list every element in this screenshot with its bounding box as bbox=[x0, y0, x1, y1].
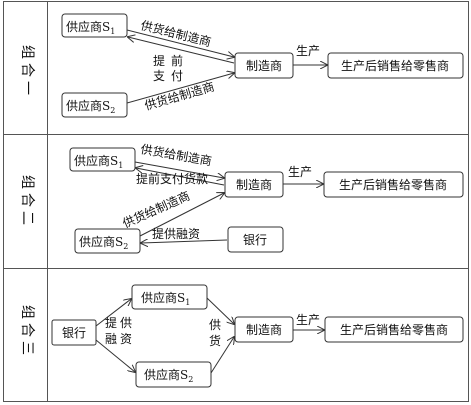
svg-text:供应商S1: 供应商S1 bbox=[66, 19, 115, 36]
svg-text:生产后销售给零售商: 生产后销售给零售商 bbox=[339, 177, 447, 192]
row-label-2: 组合二 bbox=[19, 175, 35, 229]
supplier-s1-node: 供应商S1 bbox=[61, 13, 128, 38]
edge-s1-to-manufacturer bbox=[206, 297, 234, 324]
bank-node: 银行 bbox=[51, 319, 97, 346]
edge-label-production: 生产 bbox=[296, 44, 320, 58]
svg-text:供应商S2: 供应商S2 bbox=[144, 367, 193, 384]
svg-text:银行: 银行 bbox=[243, 233, 267, 247]
edge-s2-to-manufacturer bbox=[139, 193, 224, 237]
svg-text:供应商S2: 供应商S2 bbox=[66, 98, 115, 115]
table-grid bbox=[3, 1, 469, 402]
row-3-combination: 银行 供应商S1 供应商S2 制造商 生产后销售给零售商 bbox=[51, 284, 464, 388]
supplier-s1-node: 供应商S1 bbox=[131, 284, 208, 310]
manufacturer-node: 制造商 bbox=[234, 52, 294, 79]
edge-s1-to-manufacturer bbox=[126, 29, 234, 57]
supplier-s2-node: 供应商S2 bbox=[135, 361, 212, 388]
supplier-s2-node: 供应商S2 bbox=[61, 92, 128, 118]
svg-text:供: 供 bbox=[209, 318, 221, 332]
manufacturer-node: 制造商 bbox=[234, 316, 294, 343]
edge-label-supply-s2: 供货给制造商 bbox=[120, 188, 192, 231]
edge-label-prepay: 提前支付货款 bbox=[136, 171, 208, 186]
edge-bank-to-s1 bbox=[95, 299, 131, 327]
svg-text:前: 前 bbox=[171, 53, 183, 68]
svg-text:提: 提 bbox=[105, 315, 117, 330]
edge-label-financing: 提供融资 bbox=[152, 226, 200, 241]
svg-text:制造商: 制造商 bbox=[236, 177, 272, 192]
svg-text:生产后销售给零售商: 生产后销售给零售商 bbox=[341, 58, 449, 73]
svg-text:资: 资 bbox=[120, 332, 132, 346]
edge-label-supply-vertical: 供 货 bbox=[209, 318, 221, 348]
svg-text:制造商: 制造商 bbox=[246, 58, 282, 73]
svg-text:货: 货 bbox=[209, 333, 221, 348]
edge-label-supply-s1: 供货给制造商 bbox=[139, 17, 213, 49]
svg-text:制造商: 制造商 bbox=[246, 322, 282, 337]
svg-text:供应商S1: 供应商S1 bbox=[74, 153, 123, 170]
edge-s2-to-manufacturer bbox=[126, 73, 234, 104]
row-2-combination: 供应商S1 供应商S2 制造商 生产后销售给零售商 银行 供货给制造商 bbox=[69, 141, 464, 254]
svg-text:提: 提 bbox=[153, 53, 165, 68]
edge-label-financing-vertical: 提 供 融 资 bbox=[105, 315, 132, 346]
svg-text:支: 支 bbox=[153, 69, 165, 83]
svg-text:供: 供 bbox=[120, 316, 132, 330]
edge-label-prepay-vertical: 提 支 前 付 bbox=[153, 53, 183, 83]
row-label-1: 组合一 bbox=[19, 45, 35, 99]
svg-text:生产后销售给零售商: 生产后销售给零售商 bbox=[340, 322, 448, 337]
edge-label-production: 生产 bbox=[288, 165, 312, 179]
svg-text:付: 付 bbox=[171, 69, 183, 83]
retail-node: 生产后销售给零售商 bbox=[324, 316, 464, 343]
svg-text:融: 融 bbox=[105, 332, 117, 346]
svg-text:供应商S1: 供应商S1 bbox=[141, 290, 190, 307]
svg-text:供应商S2: 供应商S2 bbox=[79, 234, 128, 251]
edge-bank-to-s2 bbox=[141, 240, 228, 243]
supplier-s1-node: 供应商S1 bbox=[69, 147, 136, 172]
bank-node: 银行 bbox=[227, 226, 284, 253]
edge-s2-to-manufacturer bbox=[210, 337, 234, 374]
svg-text:银行: 银行 bbox=[62, 326, 86, 340]
edge-manufacturer-to-s1 bbox=[128, 37, 235, 64]
retail-node: 生产后销售给零售商 bbox=[327, 52, 464, 79]
edge-label-supply-s2: 供货给制造商 bbox=[143, 79, 216, 113]
retail-node: 生产后销售给零售商 bbox=[323, 171, 464, 198]
row-label-3: 组合三 bbox=[19, 305, 35, 359]
edge-label-production: 生产 bbox=[296, 313, 320, 327]
supplier-s2-node: 供应商S2 bbox=[74, 228, 141, 254]
row-1-combination: 供应商S1 供应商S2 制造商 生产后销售给零售商 供货给制造商 供货给制造商 … bbox=[61, 13, 464, 118]
edge-s1-to-manufacturer bbox=[134, 161, 224, 178]
manufacturer-node: 制造商 bbox=[224, 171, 284, 198]
edge-manufacturer-to-s1 bbox=[136, 168, 225, 186]
edge-bank-to-s2 bbox=[95, 339, 135, 372]
